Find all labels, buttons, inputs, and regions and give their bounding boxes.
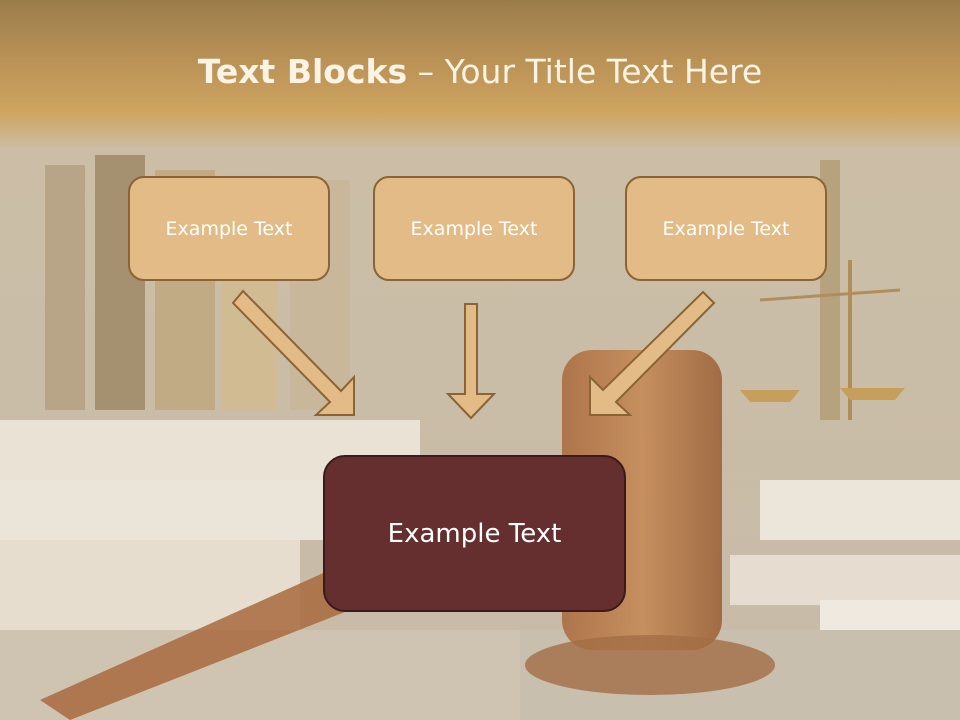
slide-title: Text Blocks – Your Title Text Here: [0, 52, 960, 91]
text-block-3[interactable]: Example Text: [625, 176, 827, 281]
text-block-2-label: Example Text: [410, 217, 538, 240]
arrow-right: [589, 290, 716, 416]
title-bold: Text Blocks: [197, 52, 408, 91]
title-rest: – Your Title Text Here: [407, 52, 763, 91]
text-block-1[interactable]: Example Text: [128, 176, 330, 281]
arrow-center: [445, 303, 497, 420]
text-block-3-label: Example Text: [662, 217, 790, 240]
main-text-block-label: Example Text: [387, 518, 562, 549]
text-block-1-label: Example Text: [165, 217, 293, 240]
text-block-2[interactable]: Example Text: [373, 176, 575, 281]
main-text-block[interactable]: Example Text: [323, 455, 626, 612]
arrow-left: [231, 289, 355, 416]
header-band: [0, 0, 960, 150]
